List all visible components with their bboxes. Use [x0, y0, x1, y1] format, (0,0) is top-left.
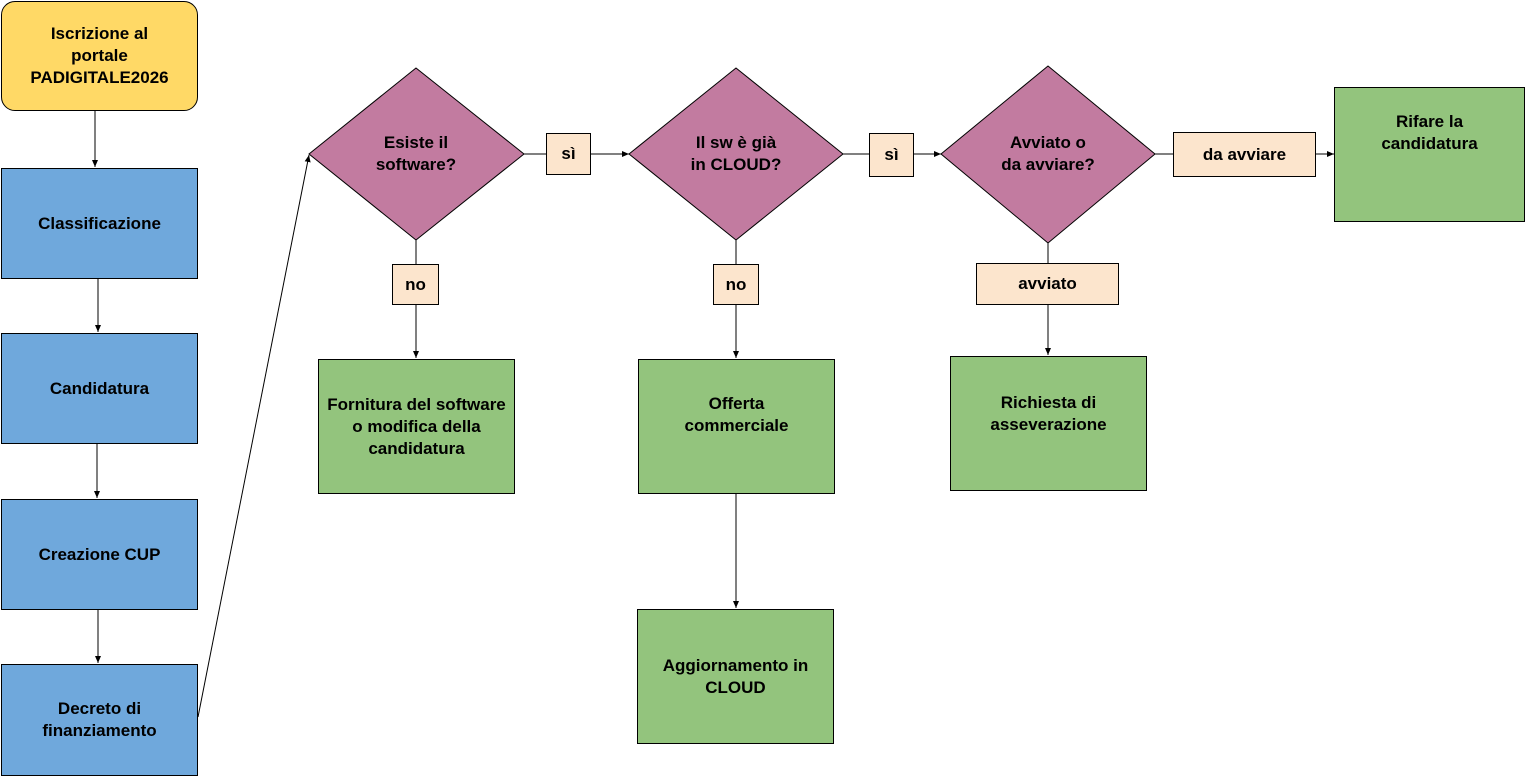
- process-node-decreto: Decreto di finanziamento: [1, 664, 198, 776]
- start-node-iscrizione: Iscrizione al portale PADIGITALE2026: [1, 1, 198, 111]
- edge-label-no-1: no: [392, 264, 439, 305]
- result-node-richiesta: Richiesta di asseverazione: [950, 356, 1147, 491]
- process-node-label: Creazione CUP: [38, 544, 161, 564]
- process-node-creazione-cup: Creazione CUP: [1, 499, 198, 610]
- edge-label-text: da avviare: [1202, 144, 1287, 164]
- process-node-label: Decreto di finanziamento: [42, 699, 157, 740]
- process-node-classificazione: Classificazione: [1, 168, 198, 279]
- result-node-fornitura: Fornitura del software o modifica della …: [318, 359, 515, 494]
- edge-label-da-avviare: da avviare: [1173, 132, 1316, 177]
- edge-label-avviato: avviato: [976, 263, 1119, 305]
- result-node-offerta: Offerta commerciale: [638, 359, 835, 494]
- edge-label-text: sì: [884, 145, 899, 164]
- decision-label: Avviato o da avviare?: [1001, 133, 1095, 174]
- process-node-label: Classificazione: [38, 213, 161, 233]
- edge-label-si-2: sì: [869, 133, 914, 177]
- decision-avviato: Avviato o da avviare?: [998, 110, 1098, 198]
- edge-label-text: no: [405, 274, 426, 294]
- result-node-label: Aggiornamento in CLOUD: [662, 655, 809, 697]
- decision-sw-cloud: Il sw è già in CLOUD?: [686, 110, 786, 198]
- decision-avviato-shape: [940, 65, 1156, 244]
- edge-decreto-esiste: [197, 154, 311, 718]
- process-node-candidatura: Candidatura: [1, 333, 198, 444]
- edge-label-text: no: [725, 274, 747, 294]
- result-node-label: Richiesta di asseverazione: [990, 392, 1107, 434]
- result-node-rifare: Rifare la candidatura: [1334, 87, 1525, 222]
- start-node-label: Iscrizione al portale PADIGITALE2026: [30, 24, 169, 87]
- process-node-label: Candidatura: [49, 378, 150, 398]
- edge-label-text: avviato: [1018, 274, 1077, 293]
- result-node-label: Offerta commerciale: [684, 393, 789, 435]
- result-node-label: Rifare la candidatura: [1381, 111, 1478, 153]
- edge-label-text: sì: [561, 144, 576, 163]
- result-node-aggiornamento: Aggiornamento in CLOUD: [637, 609, 834, 744]
- decision-label: Esiste il software?: [375, 133, 457, 174]
- decision-esiste-software-shape: [308, 67, 525, 241]
- decision-sw-cloud-shape: [628, 67, 844, 241]
- edge-label-no-2: no: [713, 264, 759, 305]
- edge-label-si-1: sì: [546, 133, 591, 175]
- decision-label: Il sw è già in CLOUD?: [690, 133, 782, 174]
- result-node-label: Fornitura del software o modifica della …: [327, 394, 506, 458]
- decision-esiste-software: Esiste il software?: [360, 110, 472, 198]
